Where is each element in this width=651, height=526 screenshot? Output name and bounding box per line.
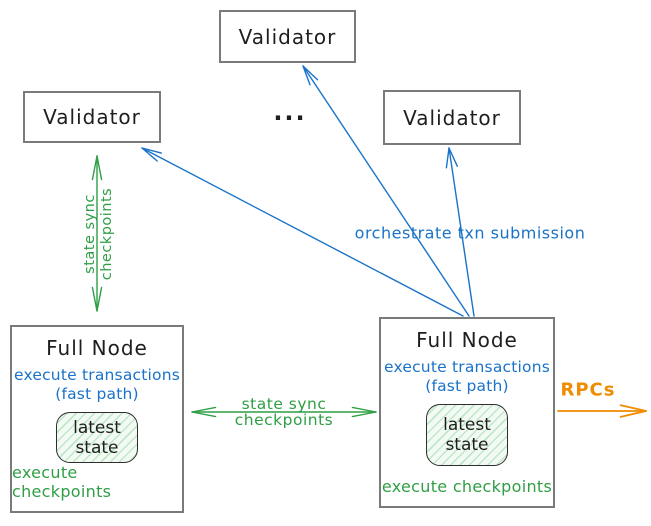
full-node-left-footer: execute checkpoints xyxy=(12,463,112,501)
full-node-right-fast-path: execute transactions (fast path) xyxy=(384,358,550,396)
full-node-right-fast-path-line2: (fast path) xyxy=(425,377,509,395)
validator-right-label: Validator xyxy=(403,105,501,130)
latest-state-line2: state xyxy=(75,437,119,458)
full-node-right-footer: execute checkpoints xyxy=(381,477,553,496)
full-node-left-latest-state-box: latest state xyxy=(56,412,138,463)
validator-right-box: Validator xyxy=(383,90,521,145)
rpcs-arrow xyxy=(557,404,647,418)
validator-top-box: Validator xyxy=(219,10,356,63)
full-node-left-fast-path-line2: (fast path) xyxy=(55,385,139,403)
full-node-right-title: Full Node xyxy=(416,328,518,352)
full-node-right-fast-path-line1: execute transactions xyxy=(383,358,551,376)
state-sync-vertical-label-line1: state sync xyxy=(82,194,98,274)
full-node-left-fast-path: execute transactions (fast path) xyxy=(14,366,180,404)
state-sync-vertical-label: state sync checkpoints xyxy=(82,188,116,281)
validator-left-label: Validator xyxy=(43,105,141,129)
latest-state-line1: latest xyxy=(73,417,121,438)
full-node-left-fast-path-line1: execute transactions xyxy=(13,366,181,384)
full-node-left-box: Full Node execute transactions (fast pat… xyxy=(10,325,184,513)
latest-state-line2: state xyxy=(445,435,489,455)
rpcs-label: RPCs xyxy=(560,379,616,401)
state-sync-horizontal-label-line2: checkpoints xyxy=(234,411,334,429)
state-sync-horizontal-label-line1: state sync xyxy=(241,395,327,413)
validators-ellipsis: ... xyxy=(273,98,307,126)
state-sync-horizontal-label: state sync checkpoints xyxy=(235,396,334,428)
orchestrate-txn-submission-label: orchestrate txn submission xyxy=(354,223,586,243)
state-sync-vertical-label-line2: checkpoints xyxy=(99,187,115,281)
validator-top-label: Validator xyxy=(238,24,337,49)
latest-state-line1: latest xyxy=(443,415,491,435)
full-node-right-box: Full Node execute transactions (fast pat… xyxy=(379,317,555,508)
full-node-right-latest-state-box: latest state xyxy=(426,404,508,466)
full-node-left-title: Full Node xyxy=(46,336,148,360)
validator-left-box: Validator xyxy=(23,91,161,143)
